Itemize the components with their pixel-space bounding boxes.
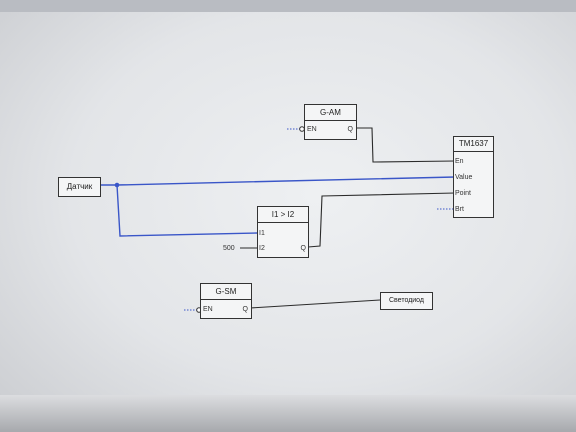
top-bar (0, 0, 576, 12)
tm1637-value-port[interactable]: Value (455, 174, 473, 181)
g-am-block[interactable]: G-AM EN Q (304, 104, 357, 140)
g-am-title: G-AM (305, 105, 356, 121)
wire-sensor-to-value[interactable] (100, 176, 456, 186)
tm1637-title: TM1637 (454, 137, 493, 152)
wire-cmp-to-point[interactable] (307, 192, 456, 248)
comparator-i1-port[interactable]: I1 (259, 230, 265, 237)
led-label: Светодиод (388, 297, 425, 304)
wire-sensor-to-i1[interactable] (116, 184, 259, 237)
constant-500[interactable]: 500 (223, 245, 235, 252)
g-am-en-port[interactable]: EN (307, 126, 317, 133)
sensor-label: Датчик (66, 182, 93, 191)
g-sm-block[interactable]: G-SM EN Q (200, 283, 252, 319)
wire-gsm-to-led[interactable] (249, 299, 381, 309)
g-am-q-port[interactable]: Q (347, 126, 353, 133)
comparator-q-port[interactable]: Q (300, 245, 306, 252)
wire-gam-to-en[interactable] (355, 127, 456, 163)
tm1637-point-port[interactable]: Point (455, 190, 471, 197)
sensor-block[interactable]: Датчик (58, 177, 101, 197)
comparator-i2-port[interactable]: I2 (259, 245, 265, 252)
g-sm-en-port[interactable]: EN (203, 306, 213, 313)
tm1637-block[interactable]: TM1637 En Value Point Brt (453, 136, 494, 218)
led-block[interactable]: Светодиод (380, 292, 433, 310)
comparator-block[interactable]: I1 > I2 I1 I2 Q (257, 206, 309, 258)
comparator-title: I1 > I2 (258, 207, 308, 223)
g-sm-title: G-SM (201, 284, 251, 300)
junction-dot (114, 182, 120, 188)
screen-bottom-edge (0, 395, 576, 432)
tm1637-en-port[interactable]: En (455, 158, 464, 165)
g-sm-q-port[interactable]: Q (242, 306, 248, 313)
tm1637-brt-port[interactable]: Brt (455, 206, 464, 213)
